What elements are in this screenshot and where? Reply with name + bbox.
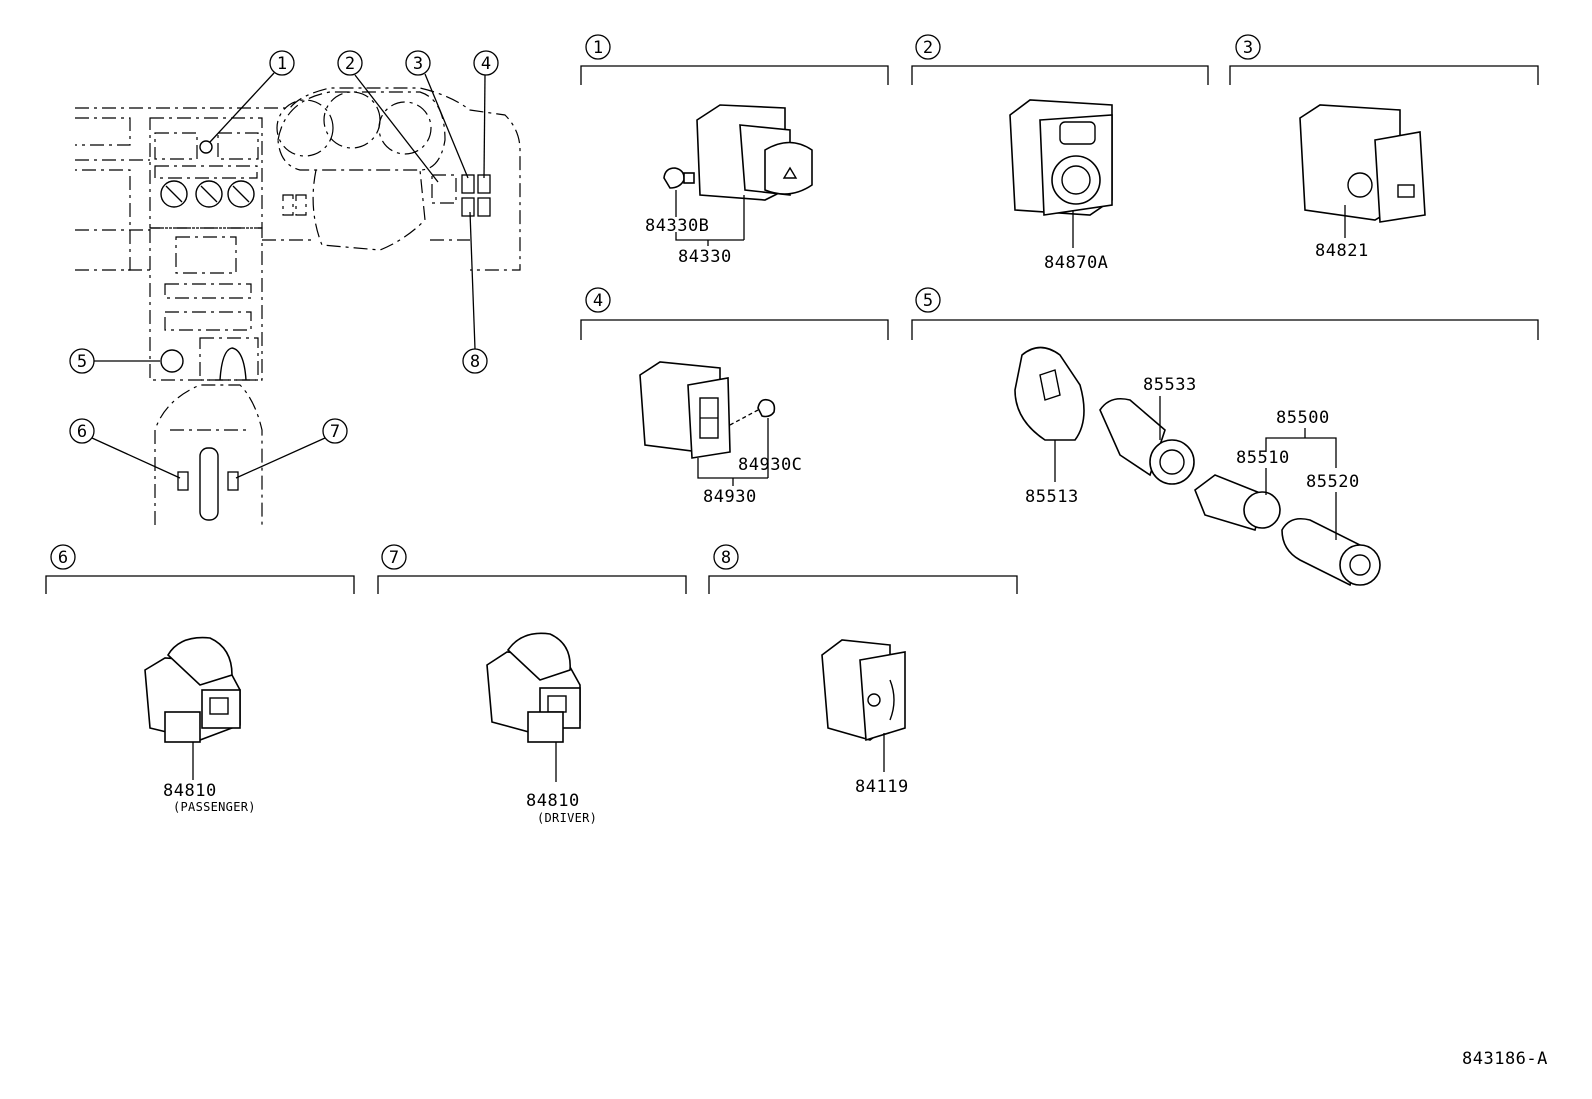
dashboard-overview [75,87,521,525]
group-7: 7 84810 (DRIVER) [377,544,687,825]
group-3-number: 3 [1243,38,1253,58]
callout-8: 8 [470,352,480,372]
part-84930C: 84930C [738,455,802,475]
note-passenger: (PASSENGER) [173,800,256,814]
driver-window-switch-drawing [486,632,581,743]
group-4-number: 4 [593,291,603,311]
group-6: 6 84810 (PASSENGER) [45,544,355,814]
part-85520: 85520 [1306,472,1360,492]
passenger-window-switch-drawing [144,636,241,743]
part-85510: 85510 [1236,448,1290,468]
group-2: 2 84870A [911,34,1209,273]
cigar-lighter-drawings [1014,346,1381,587]
part-84870A: 84870A [1044,253,1108,273]
hazard-switch-drawing [696,104,813,240]
callout-4: 4 [481,54,491,74]
callout-1: 1 [277,54,287,74]
group-3: 3 84821 [1229,34,1539,261]
callout-5: 5 [77,352,87,372]
part-84119: 84119 [855,777,909,797]
part-85513: 85513 [1025,487,1079,507]
part-84821: 84821 [1315,241,1369,261]
window-lock-switch-drawing [1299,104,1426,223]
group-7-number: 7 [389,548,399,568]
part-84330: 84330 [678,247,732,267]
diagram-id: 843186-A [1462,1049,1548,1069]
callout-3: 3 [413,54,423,74]
group-6-number: 6 [58,548,68,568]
group-8-number: 8 [721,548,731,568]
bulb-drawing [729,398,776,426]
part-84930: 84930 [703,487,757,507]
overview-callouts: 1 2 3 4 8 5 6 7 [69,50,499,479]
group-1-number: 1 [593,38,603,58]
part-85533: 85533 [1143,375,1197,395]
callout-7: 7 [330,422,340,442]
group-8: 8 84119 [708,544,1018,797]
group-5: 5 85513 85533 85500 85510 85520 [911,287,1539,587]
mirror-switch-drawing [1009,99,1113,216]
group-5-number: 5 [923,291,933,311]
part-85500: 85500 [1276,408,1330,428]
callout-2: 2 [345,54,355,74]
bulb-drawing [663,167,695,189]
rocker-switch-drawing [639,361,731,459]
part-84810-driver: 84810 [526,791,580,811]
group-4: 4 84930C 84930 [580,287,889,507]
callout-6: 6 [77,422,87,442]
part-84810-passenger: 84810 [163,781,217,801]
group-1: 1 84330B 84330 [580,34,889,267]
group-2-number: 2 [923,38,933,58]
note-driver: (DRIVER) [537,811,597,825]
part-84330B: 84330B [645,216,709,236]
dimmer-switch-drawing [821,639,906,742]
